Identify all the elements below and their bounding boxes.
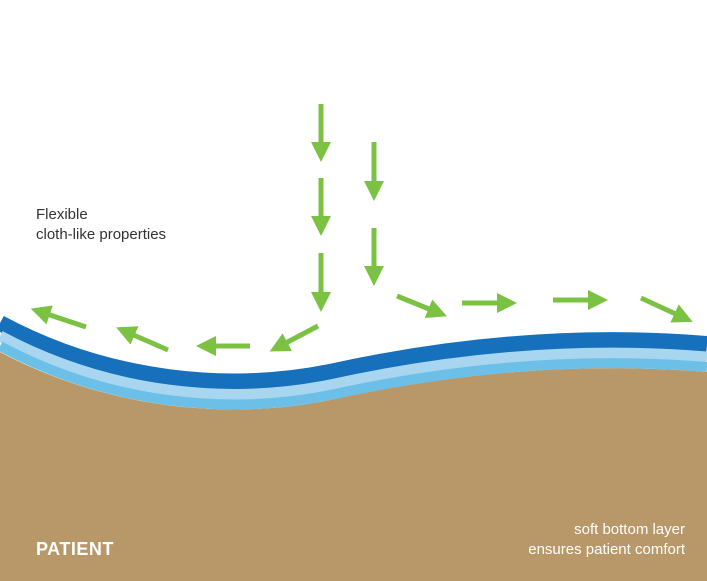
patient-body [0, 352, 707, 581]
flexible-label-line-1: Flexible [36, 206, 88, 223]
soft-label-line-2: ensures patient comfort [528, 541, 685, 558]
airflow-arrows [30, 104, 693, 356]
arrow-left-3 [116, 326, 169, 353]
dressing-inner-layer [0, 341, 707, 410]
arrow-left-4 [30, 305, 87, 330]
soft-bottom-layer-label: soft bottom layer ensures patient comfor… [528, 520, 685, 560]
flexible-label-line-2: cloth-like properties [36, 226, 167, 243]
dressing-middle-layer [0, 331, 707, 400]
flexible-properties-label: Flexible cloth-like properties [36, 205, 166, 245]
arrow-right-4 [639, 295, 693, 323]
dressing-outer-layer [0, 315, 707, 390]
arrow-left-1 [269, 323, 320, 352]
soft-label-line-1: soft bottom layer [574, 521, 685, 538]
arrow-right-1 [396, 293, 447, 319]
patient-label: PATIENT [36, 539, 114, 559]
